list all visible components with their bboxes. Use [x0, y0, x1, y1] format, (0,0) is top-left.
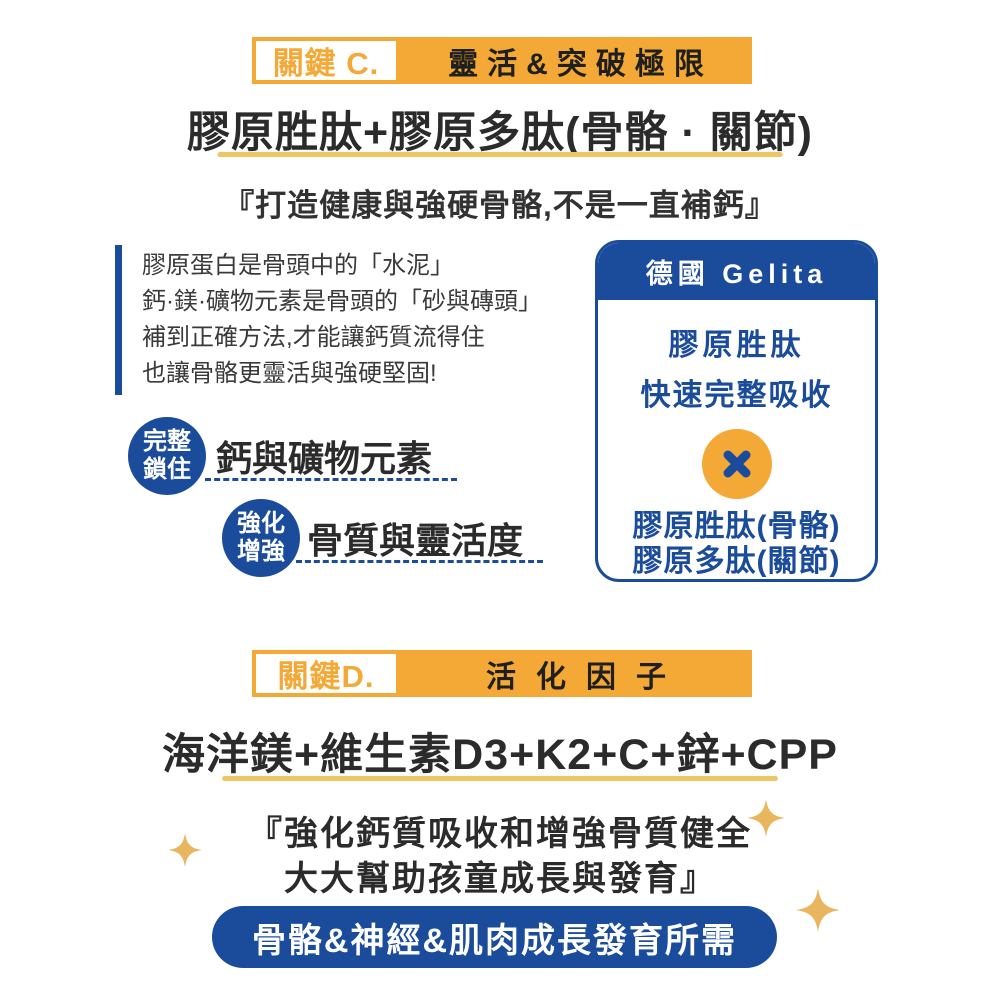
headline-d: 海洋鎂+維生素D3+K2+C+鋅+CPP	[162, 731, 838, 779]
dashed-underline	[296, 560, 543, 563]
card-benefit-line: 快速完整吸收	[640, 379, 833, 412]
badge-circle-boost: 強化 增強	[222, 499, 300, 577]
info-line: 鈣·鎂·礦物元素是骨頭的「砂與磚頭」	[142, 288, 542, 315]
headline-c-underline	[217, 152, 783, 157]
gelita-card: 德國 Gelita 膠原胜肽 快速完整吸收 膠原胜肽(骨骼) 膠原多肽(關節)	[595, 240, 878, 582]
badge-label: 鈣與礦物元素	[216, 438, 433, 479]
info-line: 補到正確方法,才能讓鈣質流得住	[142, 324, 485, 351]
sparkle-icon	[168, 833, 202, 867]
badge-circle-text: 強化	[237, 510, 285, 537]
key-tag-d: 關鍵D.	[252, 650, 400, 697]
badge-label: 骨質與靈活度	[307, 520, 524, 561]
card-item: 膠原胜肽(骨骼)	[632, 510, 841, 543]
card-item: 膠原多肽(關節)	[632, 545, 841, 578]
quote-d-line2: 大大幫助孩童成長與發育』	[284, 860, 716, 898]
sparkle-icon	[796, 888, 840, 932]
key-banner-c-title: 靈活&突破極限	[400, 37, 752, 84]
dashed-underline	[205, 478, 457, 481]
badge-circle-text: 增強	[237, 538, 285, 565]
quote-d-line1: 『強化鈣質吸收和增強骨質健全	[248, 815, 752, 853]
sparkle-icon	[747, 799, 785, 837]
card-benefit-line: 膠原胜肽	[668, 329, 805, 362]
badge-circle-text: 鎖住	[143, 456, 191, 483]
info-block: 膠原蛋白是骨頭中的「水泥」 鈣·鎂·礦物元素是骨頭的「砂與磚頭」 補到正確方法,…	[115, 245, 593, 395]
key-banner-d-title: 活化因子	[400, 650, 752, 697]
badge-circle-text: 完整	[143, 428, 191, 455]
key-banner-c: 關鍵 C. 靈活&突破極限	[252, 37, 752, 84]
key-banner-d: 關鍵D. 活化因子	[252, 650, 752, 697]
headline-c: 膠原胜肽+膠原多肽(骨骼 · 關節)	[187, 109, 813, 157]
headline-d-underline	[222, 776, 778, 781]
key-tag-c: 關鍵 C.	[252, 37, 400, 84]
badge-circle-lock: 完整 鎖住	[128, 417, 206, 495]
quote-c: 『打造健康與強硬骨骼,不是一直補鈣』	[223, 188, 777, 223]
x-icon	[701, 429, 772, 499]
bottom-pill: 骨骼&神經&肌肉成長發育所需	[212, 906, 777, 968]
info-line: 膠原蛋白是骨頭中的「水泥」	[142, 252, 454, 279]
info-line: 也讓骨骼更靈活與強硬堅固!	[142, 360, 437, 387]
gelita-card-header: 德國 Gelita	[598, 243, 875, 300]
